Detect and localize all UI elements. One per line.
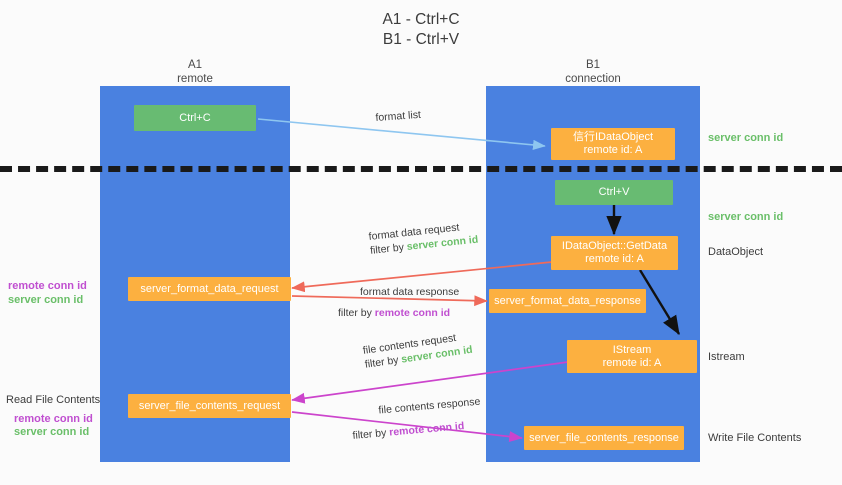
edge-label-format-data-response-line1: format data response — [360, 286, 460, 298]
right-label-write-file-contents: Write File Contents — [708, 432, 802, 444]
diagram-title: A1 - Ctrl+C B1 - Ctrl+V — [0, 10, 842, 50]
node-server-file-contents-request[interactable]: server_file_contents_request — [128, 394, 291, 418]
column-a1-role: remote — [177, 73, 213, 85]
node-getdata[interactable]: IDataObject::GetData remote id: A — [551, 236, 678, 270]
column-b1-name: B1 — [585, 59, 601, 71]
column-header-a1: A1 remote — [100, 58, 290, 86]
column-header-b1: B1 connection — [486, 58, 700, 86]
right-label-server-conn-id-2: server conn id — [708, 211, 784, 223]
left-label-remote-conn-id-2: remote conn id — [14, 413, 93, 425]
filter-prefix: filter by — [369, 241, 408, 257]
edge-label-format-data-response: format data response filter by remote co… — [338, 285, 459, 320]
left-label-read-file-contents: Read File Contents — [6, 394, 101, 406]
node-getdata-line2: remote id: A — [585, 253, 644, 265]
node-dataobject-top[interactable]: 信行IDataObject remote id: A — [551, 128, 675, 160]
filter-prefix: filter by — [364, 353, 403, 371]
node-istream-line1: IStream — [612, 343, 652, 356]
node-istream[interactable]: IStream remote id: A — [567, 340, 697, 373]
edge-label-file-contents-response-filter: filter by remote conn id — [352, 418, 483, 443]
filter-value: remote conn id — [374, 307, 451, 319]
left-label-server-conn-id-1: server conn id — [8, 294, 84, 306]
filter-prefix: filter by — [338, 307, 375, 319]
node-ctrl-v-label: Ctrl+V — [598, 186, 630, 198]
node-server-file-contents-response[interactable]: server_file_contents_response — [524, 426, 684, 450]
edge-label-file-contents-response: file contents response filter by remote … — [350, 395, 483, 443]
title-line-2: B1 - Ctrl+V — [382, 31, 460, 48]
node-getdata-line1: IDataObject::GetData — [561, 240, 668, 252]
edge-label-file-contents-request: file contents request filter by server c… — [362, 329, 473, 372]
node-server-format-data-request-label: server_format_data_request — [140, 282, 279, 295]
column-a1-name: A1 — [187, 59, 203, 71]
node-ctrl-c-label: Ctrl+C — [179, 111, 211, 124]
node-server-file-contents-request-label: server_file_contents_request — [138, 399, 281, 412]
edge-label-format-list: format list — [375, 108, 422, 124]
filter-prefix: filter by — [352, 426, 390, 442]
filter-value: remote conn id — [388, 420, 465, 439]
left-label-remote-conn-id-1: remote conn id — [8, 280, 87, 292]
column-b1-role: connection — [565, 73, 621, 85]
right-label-dataobject: DataObject — [708, 246, 764, 258]
right-label-server-conn-id-1: server conn id — [708, 132, 784, 144]
node-server-file-contents-response-label: server_file_contents_response — [529, 431, 679, 444]
node-dataobject-top-line1: 信行IDataObject — [572, 131, 654, 143]
node-server-format-data-response[interactable]: server_format_data_response — [489, 289, 646, 313]
node-dataobject-top-line2: remote id: A — [583, 144, 643, 156]
edge-label-file-contents-response-line1: file contents response — [377, 395, 481, 417]
left-label-server-conn-id-2: server conn id — [14, 426, 90, 438]
node-server-format-data-response-label: server_format_data_response — [494, 294, 641, 307]
title-line-1: A1 - Ctrl+C — [382, 11, 460, 28]
node-server-format-data-request[interactable]: server_format_data_request — [128, 277, 291, 301]
node-ctrl-v[interactable]: Ctrl+V — [555, 180, 673, 205]
node-istream-line2: remote id: A — [602, 356, 662, 369]
right-label-istream: Istream — [708, 351, 745, 363]
node-ctrl-c[interactable]: Ctrl+C — [134, 105, 256, 131]
edge-label-format-data-response-filter: filter by remote conn id — [338, 306, 459, 320]
edge-label-format-data-request: format data request filter by server con… — [368, 219, 479, 258]
phase-divider — [0, 166, 842, 172]
